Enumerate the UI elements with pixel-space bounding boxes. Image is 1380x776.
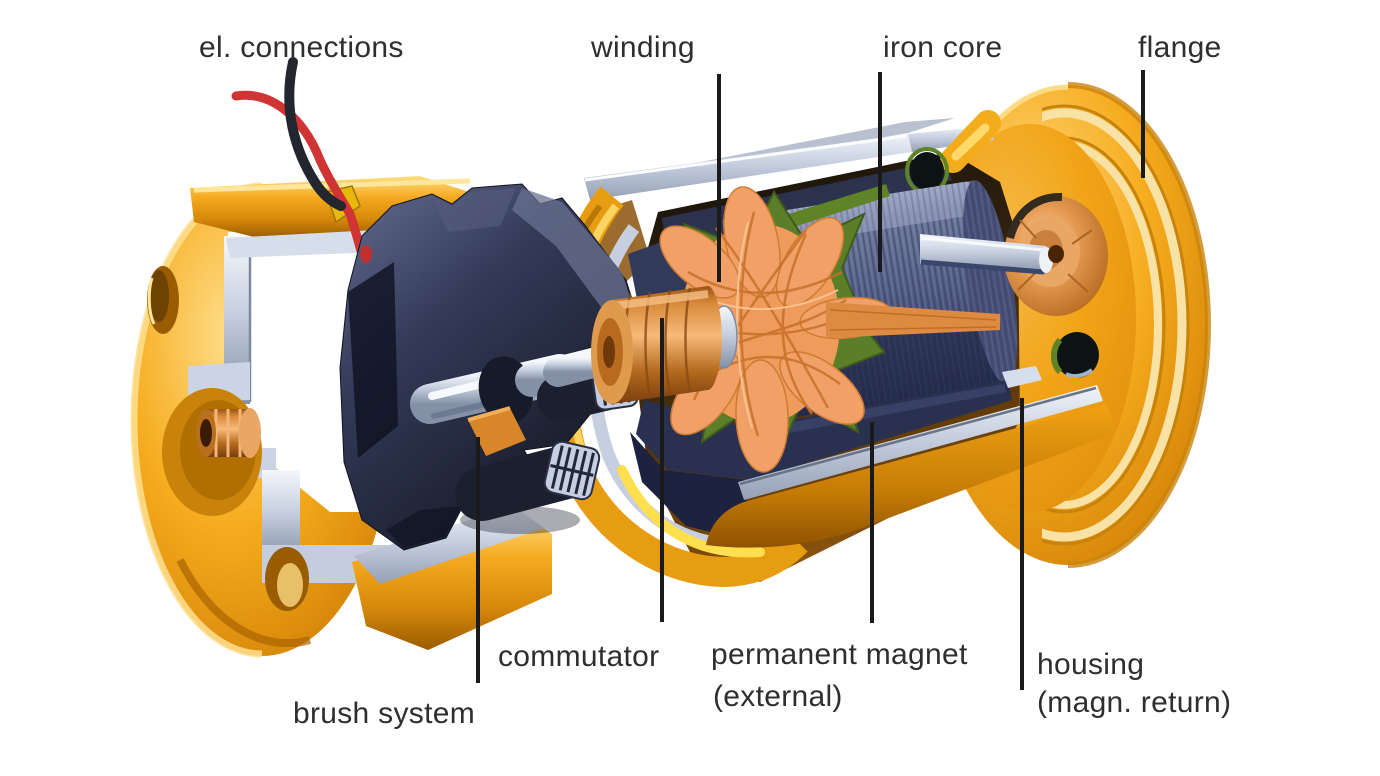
label-flange: flange <box>1138 31 1222 64</box>
housing-liner-top-edge <box>584 134 912 200</box>
winding-part <box>631 186 1000 473</box>
label-housing-note: (magn. return) <box>1037 686 1232 719</box>
label-permanent-magnet: permanent magnet <box>711 638 968 671</box>
end-cap-bushing <box>196 408 261 458</box>
black-wire <box>284 57 346 211</box>
label-housing: housing <box>1037 648 1145 681</box>
leader-lines <box>476 70 1145 690</box>
shaft <box>920 234 1064 275</box>
permanent-magnet-part <box>630 380 1012 540</box>
label-permanent-magnet-note: (external) <box>713 680 843 713</box>
label-brush-system: brush system <box>293 697 475 730</box>
brush-holder <box>468 408 526 456</box>
label-commutator: commutator <box>498 640 660 673</box>
housing-front-shell <box>706 366 1113 548</box>
red-wire <box>231 90 373 281</box>
brush-lower <box>455 440 601 534</box>
electrical-connections-wires <box>231 57 373 281</box>
label-el-connections: el. connections <box>199 31 404 64</box>
flange-bolt-hole <box>1051 332 1099 379</box>
label-iron-core: iron core <box>883 31 1003 64</box>
label-winding: winding <box>591 31 695 64</box>
